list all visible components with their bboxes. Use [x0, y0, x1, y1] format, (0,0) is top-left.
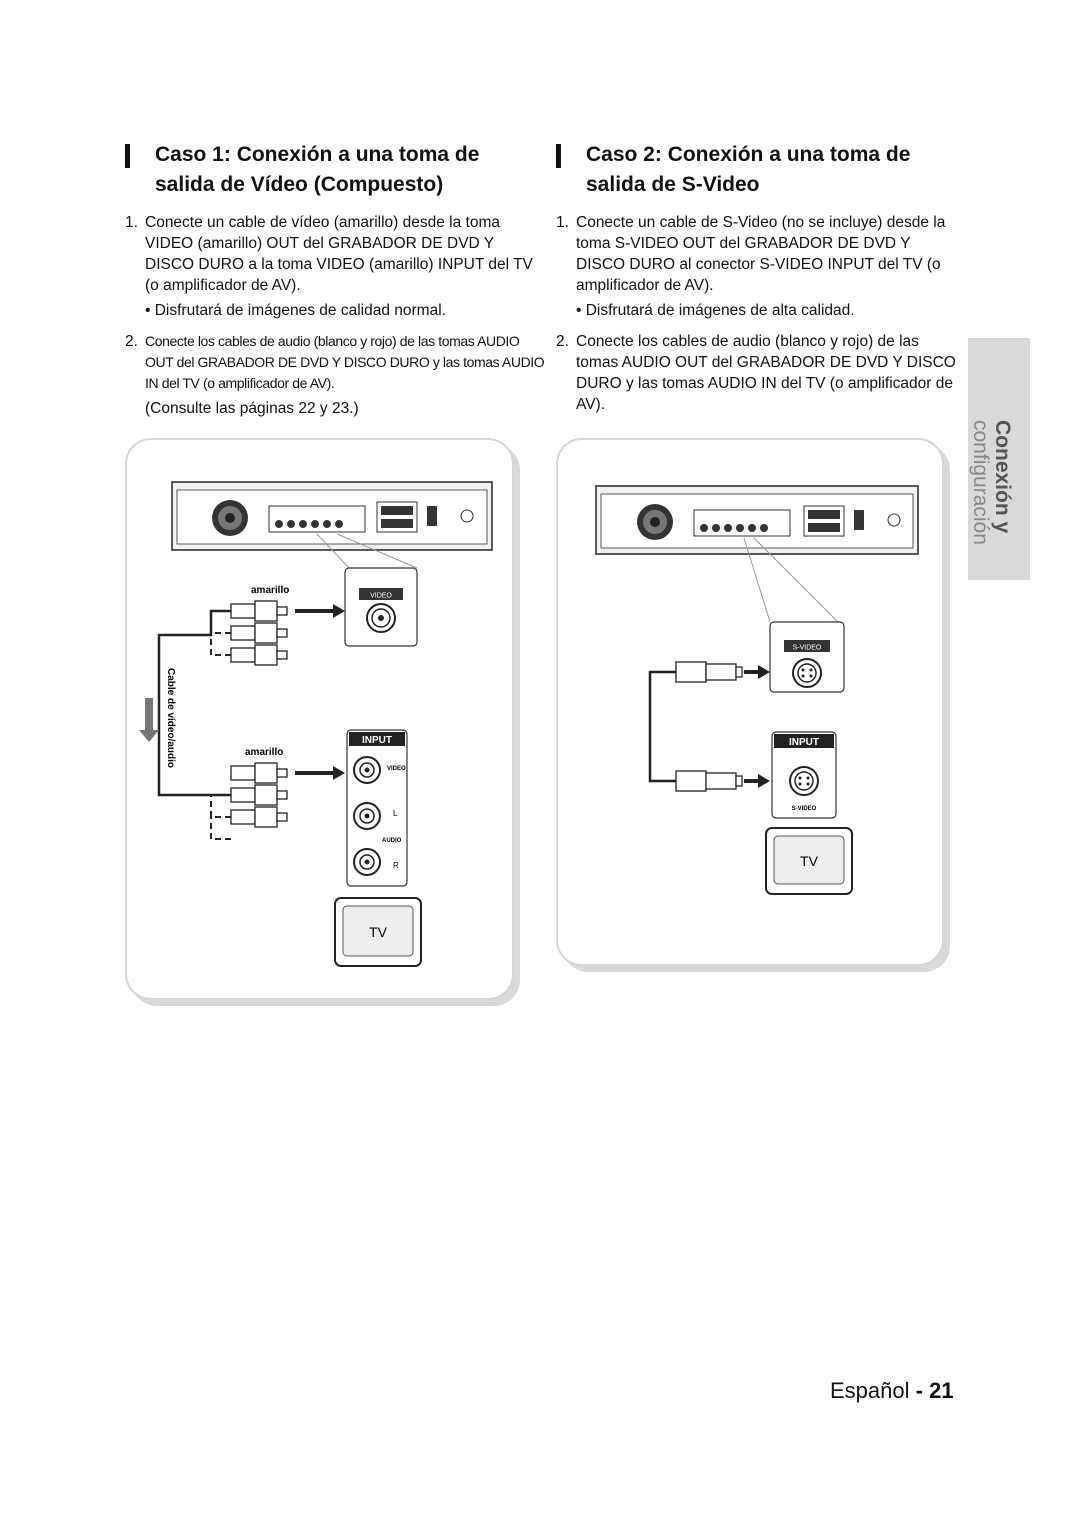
svideo-out-jack: S-VIDEO [769, 621, 845, 693]
case1-title-line1: Caso 1: Conexión a una toma de [155, 143, 480, 166]
step-text: Conecte un cable de S-Video (no se inclu… [576, 214, 946, 294]
case1-diagram: VIDEO amarillo Cable de vídeo/audio amar… [139, 481, 493, 967]
label-amarillo-top: amarillo [251, 585, 289, 596]
case1-step-1: 1. Conecte un cable de vídeo (amarillo) … [125, 212, 545, 321]
video-out-jack: VIDEO [344, 567, 418, 647]
page-footer: Español - 21 [830, 1378, 954, 1404]
input-badge: INPUT [362, 735, 392, 746]
case2-diagram-panel: S-VIDEO INPUT S-VIDEO [556, 438, 944, 966]
svideo-plug-bottom [675, 770, 743, 792]
chapter-side-tab: Conexión y configuración [968, 338, 1030, 580]
dvd-recorder-rear-panel [595, 485, 919, 555]
cable-label: Cable de vídeo/audio [165, 668, 176, 768]
tv-label: TV [800, 853, 819, 869]
case1-steps: 1. Conecte un cable de vídeo (amarillo) … [125, 212, 545, 419]
step-text: Conecte los cables de audio (blanco y ro… [145, 333, 545, 391]
video-jack-label: VIDEO [370, 593, 392, 600]
case2-title-line2: salida de S-Video [586, 173, 760, 196]
case1-step-2: 2. Conecte los cables de audio (blanco y… [125, 331, 545, 419]
step-text: Conecte un cable de vídeo (amarillo) des… [145, 214, 533, 294]
case1-section: Caso 1: Conexión a una toma de salida de… [125, 140, 545, 429]
step-number: 2. [125, 333, 138, 350]
svideo-plug-top [675, 661, 743, 683]
title-bar [556, 144, 561, 168]
step-number: 1. [125, 214, 138, 231]
tv-input-panel: INPUT VIDEO L AUDIO R [346, 729, 408, 887]
tv-l-label: L [393, 809, 398, 818]
case1-diagram-panel: VIDEO amarillo Cable de vídeo/audio amar… [125, 438, 514, 1000]
tv-r-label: R [393, 861, 399, 870]
tv-label: TV [369, 924, 388, 940]
input-badge: INPUT [789, 737, 819, 748]
case2-title-line1: Caso 2: Conexión a una toma de [586, 143, 911, 166]
rca-plug-video-bottom [230, 762, 288, 828]
case2-diagram: S-VIDEO INPUT S-VIDEO [595, 485, 919, 895]
case2-title: Caso 2: Conexión a una toma de salida de… [556, 140, 956, 200]
case2-step-2: 2. Conecte los cables de audio (blanco y… [556, 331, 956, 415]
case2-step-1: 1. Conecte un cable de S-Video (no se in… [556, 212, 956, 321]
label-amarillo-bottom: amarillo [245, 747, 283, 758]
side-tab-line2: configuración [969, 420, 992, 545]
footer-language: Español [830, 1378, 910, 1403]
step-note: • Disfrutará de imágenes de calidad norm… [145, 302, 446, 319]
case2-steps: 1. Conecte un cable de S-Video (no se in… [556, 212, 956, 415]
tv-svideo-label: S-VIDEO [792, 806, 817, 812]
rca-plug-video-top [230, 600, 288, 666]
case2-section: Caso 2: Conexión a una toma de salida de… [556, 140, 956, 425]
dvd-recorder-rear-panel [171, 481, 493, 551]
footer-separator: - [915, 1378, 923, 1403]
page-number: 21 [929, 1378, 954, 1403]
title-bar [125, 144, 130, 168]
step-number: 2. [556, 333, 569, 350]
tv-audio-label: AUDIO [382, 838, 402, 844]
step-note: (Consulte las páginas 22 y 23.) [145, 400, 359, 417]
tv-svideo-input-panel: INPUT S-VIDEO [771, 731, 837, 819]
tv-icon: TV [765, 827, 853, 895]
step-number: 1. [556, 214, 569, 231]
case1-title: Caso 1: Conexión a una toma de salida de… [125, 140, 545, 200]
case1-title-line2: salida de Vídeo (Compuesto) [155, 173, 444, 196]
step-note: • Disfrutará de imágenes de alta calidad… [576, 302, 855, 319]
tv-video-label: VIDEO [387, 766, 406, 772]
svideo-jack-label: S-VIDEO [793, 645, 822, 652]
side-tab-line1: Conexión y [991, 420, 1014, 534]
step-text: Conecte los cables de audio (blanco y ro… [576, 333, 956, 413]
tv-icon: TV [334, 897, 422, 967]
